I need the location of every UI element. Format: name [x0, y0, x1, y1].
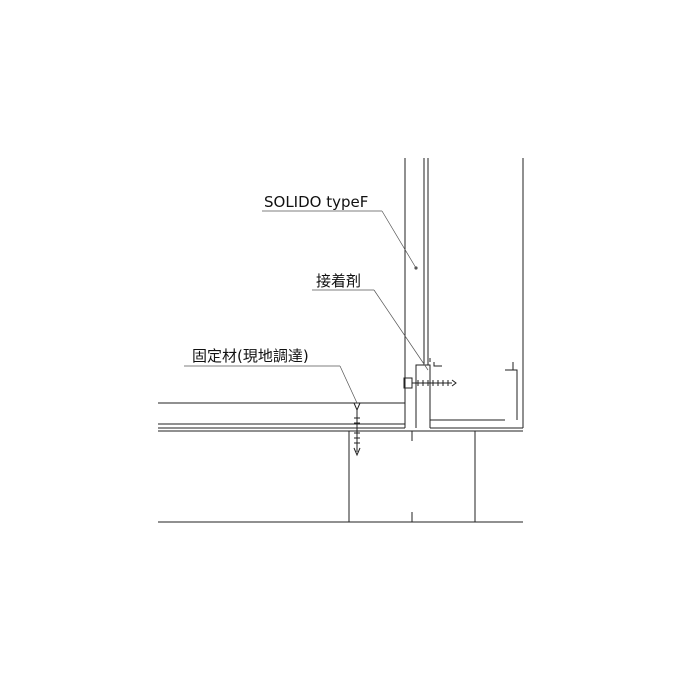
- vertical-panel: [405, 158, 523, 428]
- horizontal-panel: [158, 403, 405, 431]
- lower-frame: [158, 431, 523, 522]
- label-adhesive: 接着剤: [316, 272, 362, 290]
- side-screw: [404, 378, 456, 388]
- leader-fastener: [184, 366, 357, 403]
- leader-adhesive: [312, 290, 428, 370]
- vertical-screw: [353, 403, 362, 455]
- steel-angle: [416, 358, 523, 431]
- label-panel: SOLIDO typeF: [264, 193, 369, 211]
- label-fastener: 固定材(現地調達): [192, 347, 309, 365]
- leader-panel-dot: [414, 266, 418, 270]
- leader-panel: [262, 211, 416, 268]
